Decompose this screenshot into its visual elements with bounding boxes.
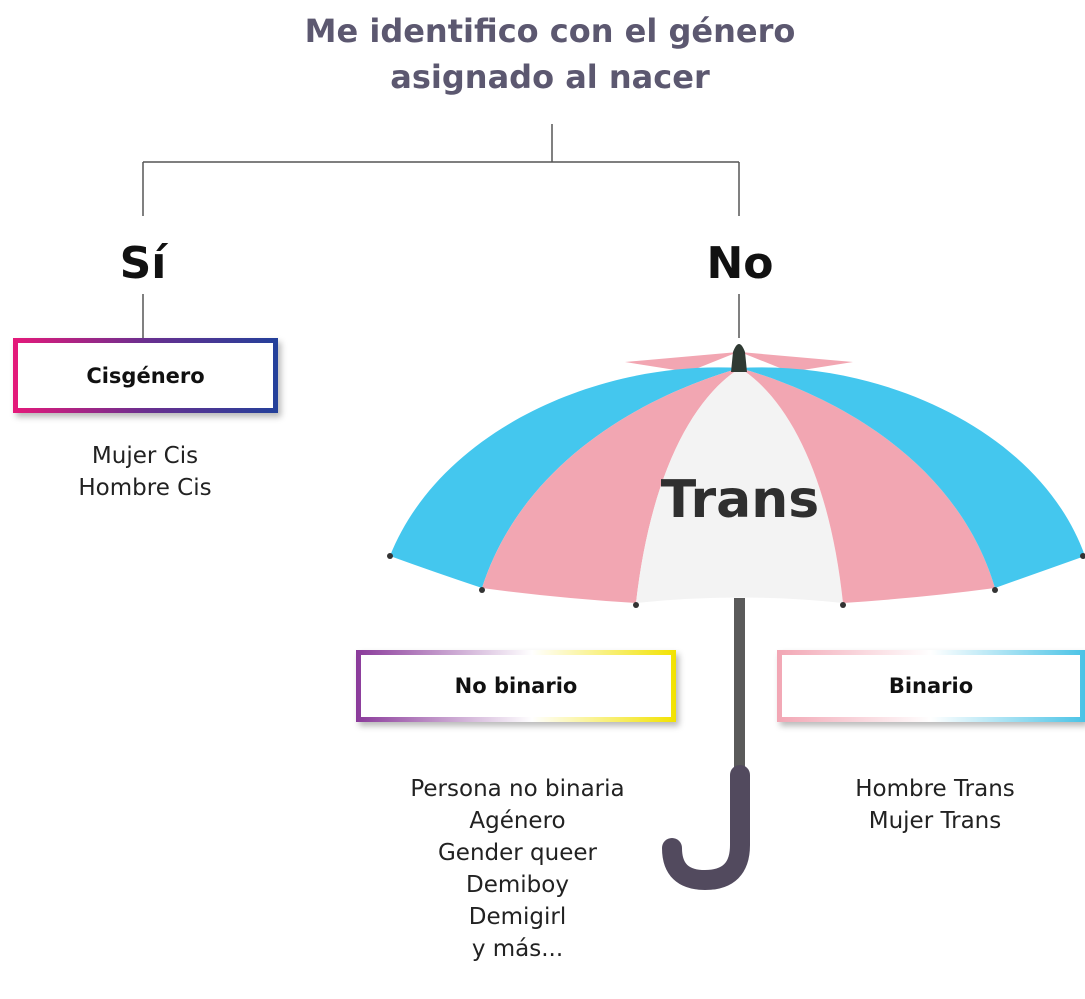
umbrella-shaft [734,598,745,778]
nonbinary-list: Persona no binaria Agénero Gender queer … [370,773,665,965]
umbrella-canopy [390,367,1085,603]
diagram-title: Me identifico con el género asignado al … [240,8,860,100]
list-item: Persona no binaria [410,776,625,802]
title-line-2: asignado al nacer [390,58,710,96]
list-item: y más... [471,936,564,962]
list-item: Hombre Cis [78,475,212,501]
cisgender-box: Cisgénero [13,338,278,413]
list-item: Demiboy [466,872,569,898]
list-item: Gender queer [437,840,597,866]
title-line-1: Me identifico con el género [304,12,796,50]
binary-box: Binario [777,650,1085,722]
binary-label: Binario [888,674,974,698]
canopy-panel-pink-left [482,368,740,603]
canopy-panel-pink-right [740,368,995,603]
canopy-panel-blue-right [740,367,1085,588]
list-item: Mujer Trans [868,808,1002,834]
canopy-back-left [625,352,738,372]
list-item: Demigirl [468,904,567,930]
canopy-back-right [740,352,853,372]
cisgender-label: Cisgénero [86,363,205,388]
canopy-rib-tips [387,553,1085,608]
answer-yes: Sí [119,238,167,289]
umbrella-handle [662,765,750,891]
cisgender-list: Mujer Cis Hombre Cis [40,440,250,504]
trans-label: Trans [660,470,820,530]
canopy-panel-blue-left [390,367,740,588]
umbrella-tip [731,344,747,372]
list-item: Agénero [469,808,566,834]
nonbinary-label: No binario [454,674,578,698]
canopy-panel-white [636,368,843,603]
list-item: Hombre Trans [855,776,1015,802]
connector-lines [142,124,740,338]
list-item: Mujer Cis [91,443,199,469]
binary-list: Hombre Trans Mujer Trans [810,773,1060,837]
answer-no: No [706,238,774,289]
nonbinary-box: No binario [356,650,676,722]
